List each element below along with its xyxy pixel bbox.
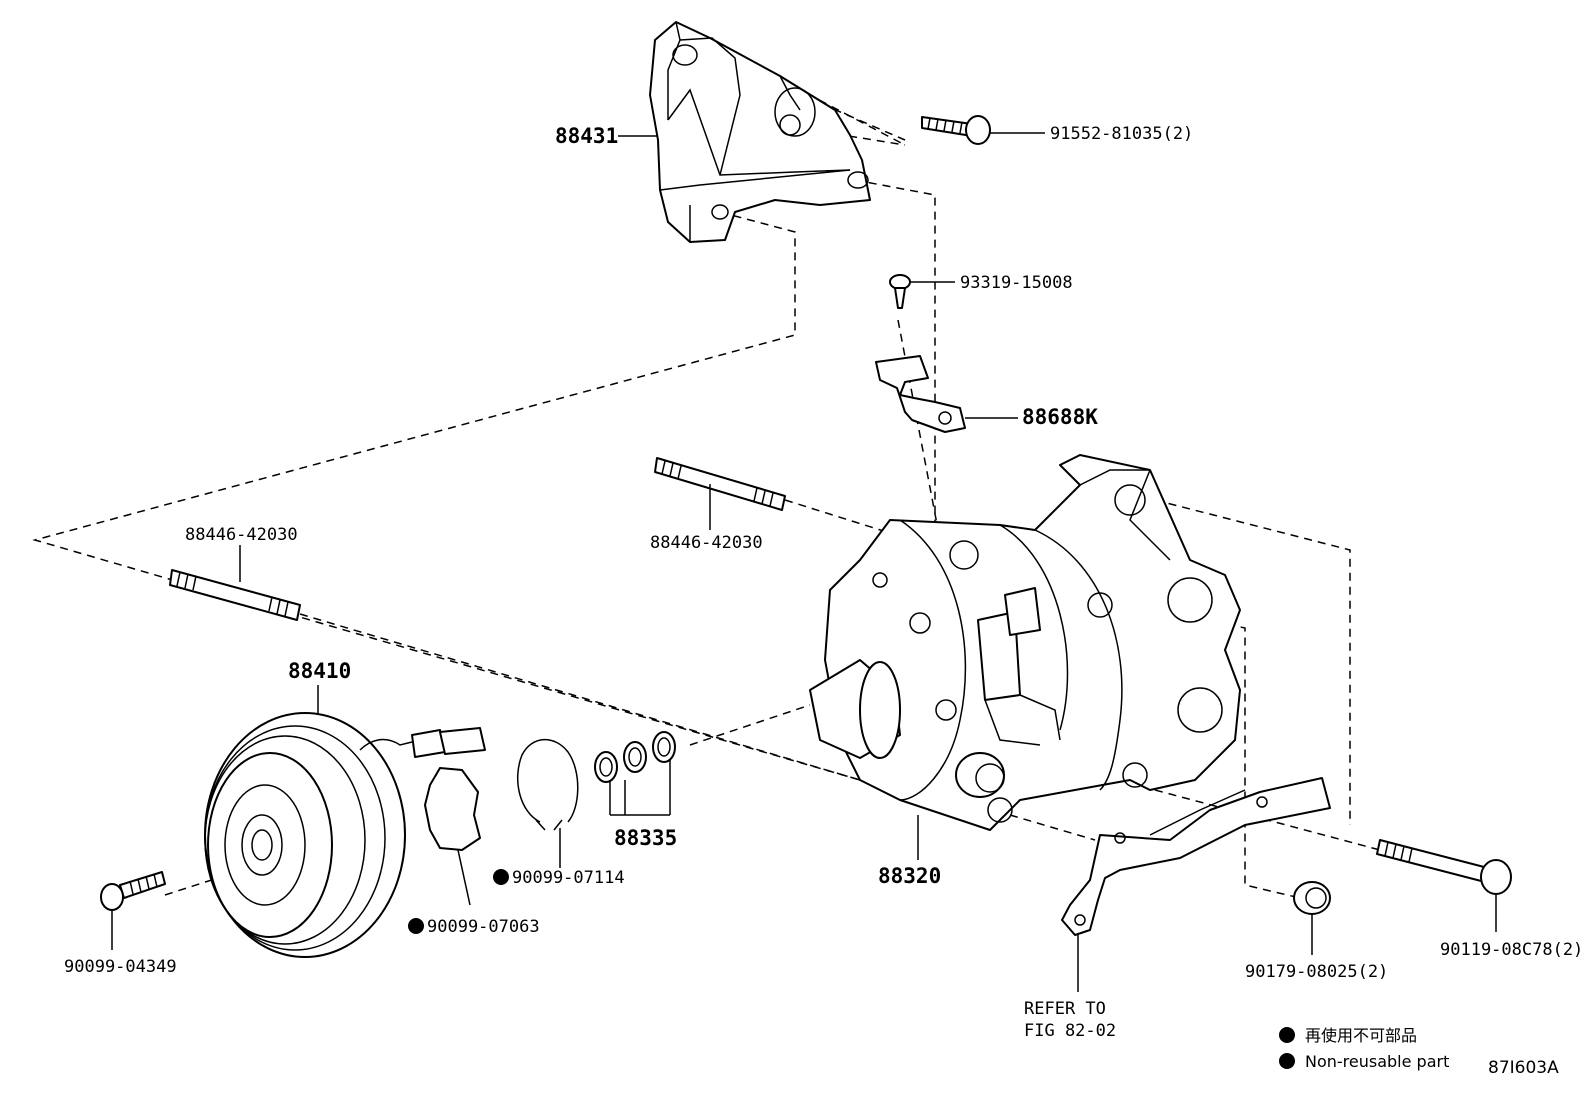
label-screw: 93319-15008 <box>960 273 1073 293</box>
legend-english: Non-reusable part <box>1305 1052 1449 1071</box>
stud-bolt-upper-icon <box>654 457 786 511</box>
leader-lines <box>111 132 1497 992</box>
front-bolt-icon <box>100 871 166 911</box>
label-front-bolt: 90099-04349 <box>64 957 177 977</box>
label-compressor: 88320 <box>878 864 941 888</box>
non-reusable-marker <box>493 869 509 885</box>
label-snap-ring: 90099-07114 <box>512 868 625 888</box>
label-cover: 90099-07063 <box>427 917 540 937</box>
label-bracket: 88431 <box>555 124 618 148</box>
compressor-bracket <box>649 21 871 243</box>
legend-bullet <box>1279 1053 1295 1069</box>
label-shims: 88335 <box>614 826 677 850</box>
snap-ring <box>516 738 579 831</box>
figure-code: 87I603A <box>1488 1058 1559 1078</box>
lower-bracket <box>1061 777 1331 936</box>
label-stud-left: 88446-42030 <box>185 525 298 545</box>
legend: 再使用不可部品 Non-reusable part <box>1279 1026 1449 1071</box>
long-bolt-icon <box>1376 839 1512 895</box>
screw-icon <box>889 274 911 309</box>
label-stud-upper: 88446-42030 <box>650 533 763 553</box>
wire-clip-icon <box>875 355 966 433</box>
label-bracket-bolt: 91552-81035(2) <box>1050 124 1193 144</box>
magnetic-clutch <box>204 712 486 958</box>
label-clip: 88688K <box>1022 405 1098 429</box>
label-refer-line2: FIG 82-02 <box>1024 1021 1116 1041</box>
nut-icon <box>1293 881 1331 915</box>
legend-japanese: 再使用不可部品 <box>1305 1026 1417 1045</box>
clutch-cover-gasket <box>424 767 481 851</box>
ac-compressor <box>809 454 1241 831</box>
label-refer-line1: REFER TO <box>1024 999 1106 1019</box>
legend-bullet <box>1279 1027 1295 1043</box>
label-clutch: 88410 <box>288 659 351 683</box>
shim-washers <box>594 731 676 783</box>
bracket-bolt-icon <box>921 115 991 145</box>
label-long-bolt: 90119-08C78(2) <box>1440 940 1583 960</box>
label-nut: 90179-08025(2) <box>1245 962 1388 982</box>
stud-bolt-left-icon <box>169 569 301 621</box>
non-reusable-marker <box>408 918 424 934</box>
